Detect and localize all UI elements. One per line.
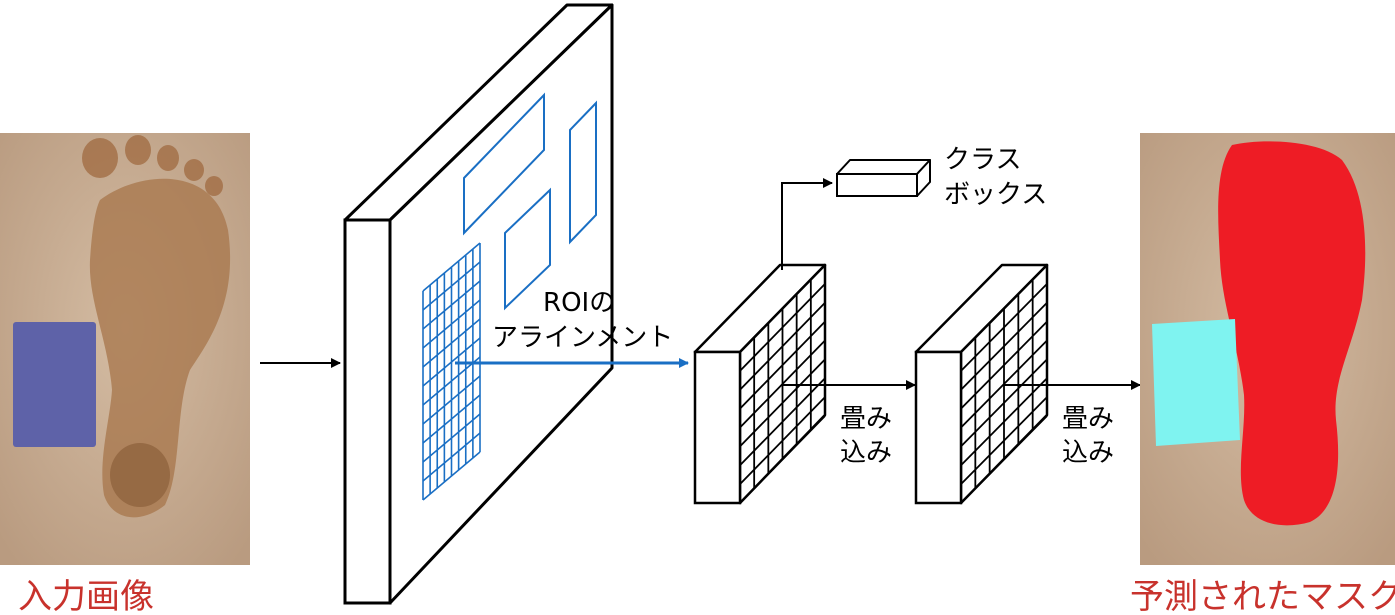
class-box-top	[836, 159, 931, 175]
cube1Grid-row-line	[739, 283, 826, 372]
roiGrid-row-line	[422, 318, 481, 368]
class-label-line2: ボックス	[944, 180, 1047, 210]
heel-print	[110, 443, 170, 507]
cube1-grid	[739, 264, 826, 504]
cube2Grid-row-line	[960, 358, 1048, 448]
cube2-front	[914, 350, 963, 505]
cube1Grid-row-line	[739, 320, 826, 410]
cube2Grid-row-line	[960, 396, 1048, 485]
card-mask	[1152, 319, 1240, 446]
roi-align-label-line2: アラインメント	[492, 323, 673, 353]
roiGrid-row-line	[422, 375, 481, 425]
cube2Grid-row-line	[960, 320, 1048, 410]
cube2Grid-row-line	[960, 264, 1048, 353]
cube2Grid-row-line	[960, 415, 1048, 504]
cube1Grid-row-line	[739, 377, 826, 466]
cube2Grid-row-line	[960, 377, 1048, 466]
class-label-line1: クラス	[944, 145, 1021, 175]
cube1-front	[693, 350, 742, 505]
cube2Grid-row-line	[960, 283, 1048, 372]
conv1-label-line2: 込み	[840, 438, 892, 468]
footprint	[89, 178, 231, 518]
class-box-head	[836, 159, 931, 197]
input-image	[0, 133, 250, 565]
cube1Grid-row-line	[739, 358, 826, 448]
conv2-label-line1: 畳み	[1062, 404, 1114, 434]
roiGrid-row-line	[422, 432, 481, 482]
roiGrid-row-line	[422, 242, 481, 292]
feature-map-front	[343, 218, 392, 605]
roiGrid-row-line	[422, 280, 481, 330]
class-box-front	[836, 173, 918, 197]
roiGrid-row-line	[422, 451, 481, 501]
region-proposals	[463, 92, 597, 311]
cube1Grid-row-line	[739, 396, 826, 485]
roiGrid-row-line	[422, 337, 481, 387]
roiGrid-row-line	[422, 261, 481, 311]
cube2-grid	[960, 264, 1048, 504]
proposal-box-3	[504, 187, 551, 311]
roiGrid-row-line	[422, 394, 481, 444]
roiGrid-row-line	[422, 413, 481, 463]
conv1-label-line1: 畳み	[840, 404, 892, 434]
predicted-mask-caption: 予測されたマスク	[1130, 577, 1395, 615]
foot-mask	[1218, 141, 1366, 526]
cube2Grid-row-line	[960, 302, 1048, 391]
feature-map	[343, 3, 614, 605]
roiGrid-row-line	[422, 356, 481, 406]
roi-grid	[422, 242, 481, 501]
toe-prints	[82, 135, 223, 196]
roiGrid-row-line	[422, 299, 481, 349]
input-image-caption: 入力画像	[18, 577, 154, 615]
reference-card	[13, 322, 96, 447]
proposal-box-1	[463, 92, 545, 236]
cube1Grid-row-line	[739, 264, 826, 353]
predicted-mask-image	[1140, 133, 1395, 565]
cube1Grid-row-line	[739, 302, 826, 391]
cube1Grid-row-line	[739, 415, 826, 504]
proposal-box-2	[569, 100, 597, 245]
roi-align-label-line1: ROIの	[543, 288, 615, 318]
conv2-label-line2: 込み	[1062, 438, 1114, 468]
arrow-to-class-box	[781, 178, 833, 270]
